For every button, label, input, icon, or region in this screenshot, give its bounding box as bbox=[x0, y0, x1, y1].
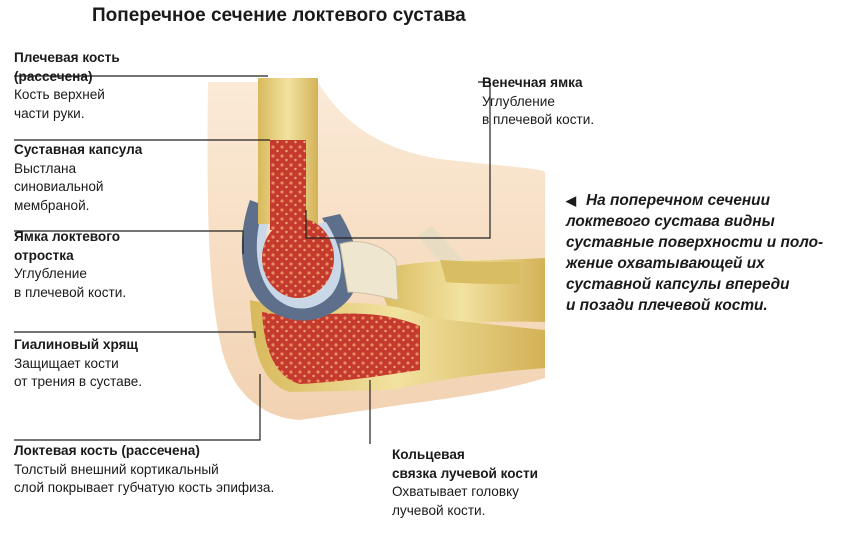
label-coronoid-fossa: Венечная ямка Углубление в плечевой кост… bbox=[482, 74, 594, 130]
caption-arrow-icon: ◀ bbox=[566, 193, 576, 208]
label-humerus-heading-2: (рассечена) bbox=[14, 68, 93, 84]
label-capsule-desc-2: синовиальной bbox=[14, 179, 104, 194]
label-humerus-desc-1: Кость верхней bbox=[14, 87, 105, 102]
label-annular-desc-2: лучевой кости. bbox=[392, 502, 486, 518]
label-olecranon-heading-2: отростка bbox=[14, 247, 74, 263]
tendon-to-radius bbox=[440, 260, 520, 284]
label-olecranon-desc-2: в плечевой кости. bbox=[14, 284, 127, 300]
label-capsule-desc-1: Выстлана bbox=[14, 160, 77, 176]
label-capsule-heading: Суставная капсула bbox=[14, 142, 143, 157]
label-humerus: Плечевая кость (рассечена) Кость верхней… bbox=[14, 49, 120, 123]
caption-line-6: и позади плечевой кости. bbox=[566, 297, 768, 314]
humerus-trochlea bbox=[262, 218, 334, 298]
ulna-marrow bbox=[262, 312, 420, 384]
caption-line-3: суставные поверхности и поло- bbox=[566, 234, 824, 251]
caption-line-1: На поперечном сечении bbox=[586, 192, 770, 209]
label-humerus-desc-2: части руки. bbox=[14, 105, 85, 121]
figure-caption: ◀ На поперечном сечении локтевого сустава… bbox=[566, 190, 823, 316]
label-cartilage: Гиалиновый хрящ Защищает кости от трения… bbox=[14, 336, 142, 392]
label-cartilage-desc-2: от трения в суставе. bbox=[14, 374, 143, 389]
caption-line-4: жение охватывающей их bbox=[566, 255, 765, 272]
label-ulna: Локтевая кость (рассечена) Толстый внешн… bbox=[14, 442, 274, 498]
annular-ligament bbox=[339, 241, 399, 301]
label-capsule: Суставная капсула Выстлана синовиальной … bbox=[14, 141, 142, 215]
label-ulna-desc-2: слой покрывает губчатую кость эпифиза. bbox=[14, 480, 275, 495]
label-capsule-desc-3: мембраной. bbox=[14, 197, 90, 213]
label-ulna-desc-1: Толстый внешний кортикальный bbox=[14, 461, 219, 477]
label-ulna-heading: Локтевая кость (рассечена) bbox=[14, 443, 200, 458]
label-annular-desc-1: Охватывает головку bbox=[392, 484, 519, 499]
humerus-marrow bbox=[270, 140, 306, 230]
label-annular-heading-1: Кольцевая bbox=[392, 447, 465, 462]
label-humerus-heading-1: Плечевая кость bbox=[14, 50, 120, 65]
label-coronoid-desc-2: в плечевой кости. bbox=[482, 112, 595, 127]
label-annular-heading-2: связка лучевой кости bbox=[392, 465, 538, 481]
label-coronoid-heading: Венечная ямка bbox=[482, 75, 583, 90]
label-cartilage-desc-1: Защищает кости bbox=[14, 355, 119, 371]
leader-lines bbox=[14, 75, 491, 444]
caption-line-2: локтевого сустава видны bbox=[566, 213, 775, 230]
label-olecranon-heading-1: Ямка локтевого bbox=[14, 229, 121, 244]
label-annular-ligament: Кольцевая связка лучевой кости Охватывае… bbox=[392, 446, 538, 520]
page-title: Поперечное сечение локтевого сустава bbox=[92, 5, 466, 26]
label-cartilage-heading: Гиалиновый хрящ bbox=[14, 337, 138, 352]
label-olecranon-desc-1: Углубление bbox=[14, 266, 87, 281]
caption-line-5: суставной капсулы впереди bbox=[566, 276, 790, 293]
label-coronoid-desc-1: Углубление bbox=[482, 93, 555, 109]
label-olecranon-fossa: Ямка локтевого отростка Углубление в пле… bbox=[14, 228, 126, 302]
